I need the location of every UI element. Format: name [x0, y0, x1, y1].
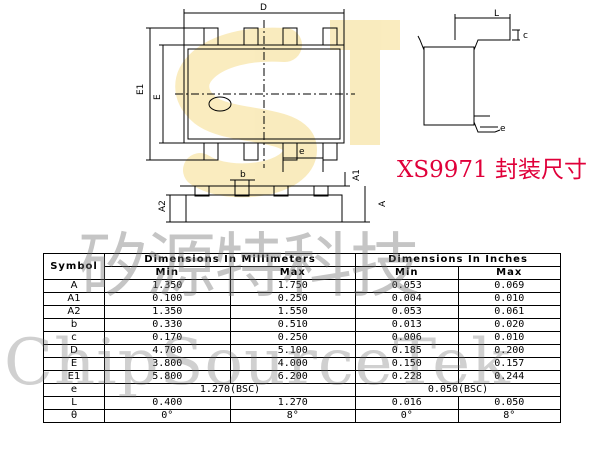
package-title: XS9971 封装尺寸 [397, 157, 587, 183]
top-view [146, 9, 355, 172]
label-e: e [299, 147, 305, 157]
header-symbol: Symbol [43, 253, 105, 280]
label-E1: E1 [136, 84, 146, 95]
label-L: L [494, 9, 499, 19]
label-A1: A1 [352, 169, 362, 181]
watermark-chinese: 矽源特科技 [78, 225, 420, 307]
label-E: E [153, 94, 163, 100]
cell-mm-min: 0° [104, 409, 231, 423]
cell-in-max: 8° [457, 409, 561, 423]
label-A2: A2 [158, 200, 168, 212]
cell-in-max: 0.061 [457, 305, 561, 319]
cell-mm-max: 8° [229, 409, 357, 423]
label-A: A [378, 200, 388, 207]
header-in-max: Max [457, 266, 561, 280]
label-b: b [240, 170, 246, 180]
package-outline-drawing: D E1 E e b A1 A2 A [136, 3, 528, 223]
cell-in-min: 0° [355, 409, 459, 423]
side-view [417, 14, 520, 133]
dimension-table: Symbol Dimensions In Millimeters Dimensi… [43, 253, 561, 423]
label-e-side: e [500, 124, 506, 134]
cell-symbol: A [43, 279, 105, 293]
table-subheader-row: Min Max Min Max [44, 266, 561, 280]
cell-in-max: 0.069 [457, 279, 561, 293]
label-c: c [523, 31, 528, 41]
cell-symbol: θ [43, 409, 105, 423]
watermark-english: ChipSourceTek [4, 326, 511, 400]
cell-in-max: 0.010 [457, 292, 561, 306]
front-view [166, 172, 370, 223]
label-D: D [260, 3, 267, 13]
table-header-row: Symbol Dimensions In Millimeters Dimensi… [43, 253, 561, 280]
chipsourcetek-logo-watermark [175, 20, 400, 198]
